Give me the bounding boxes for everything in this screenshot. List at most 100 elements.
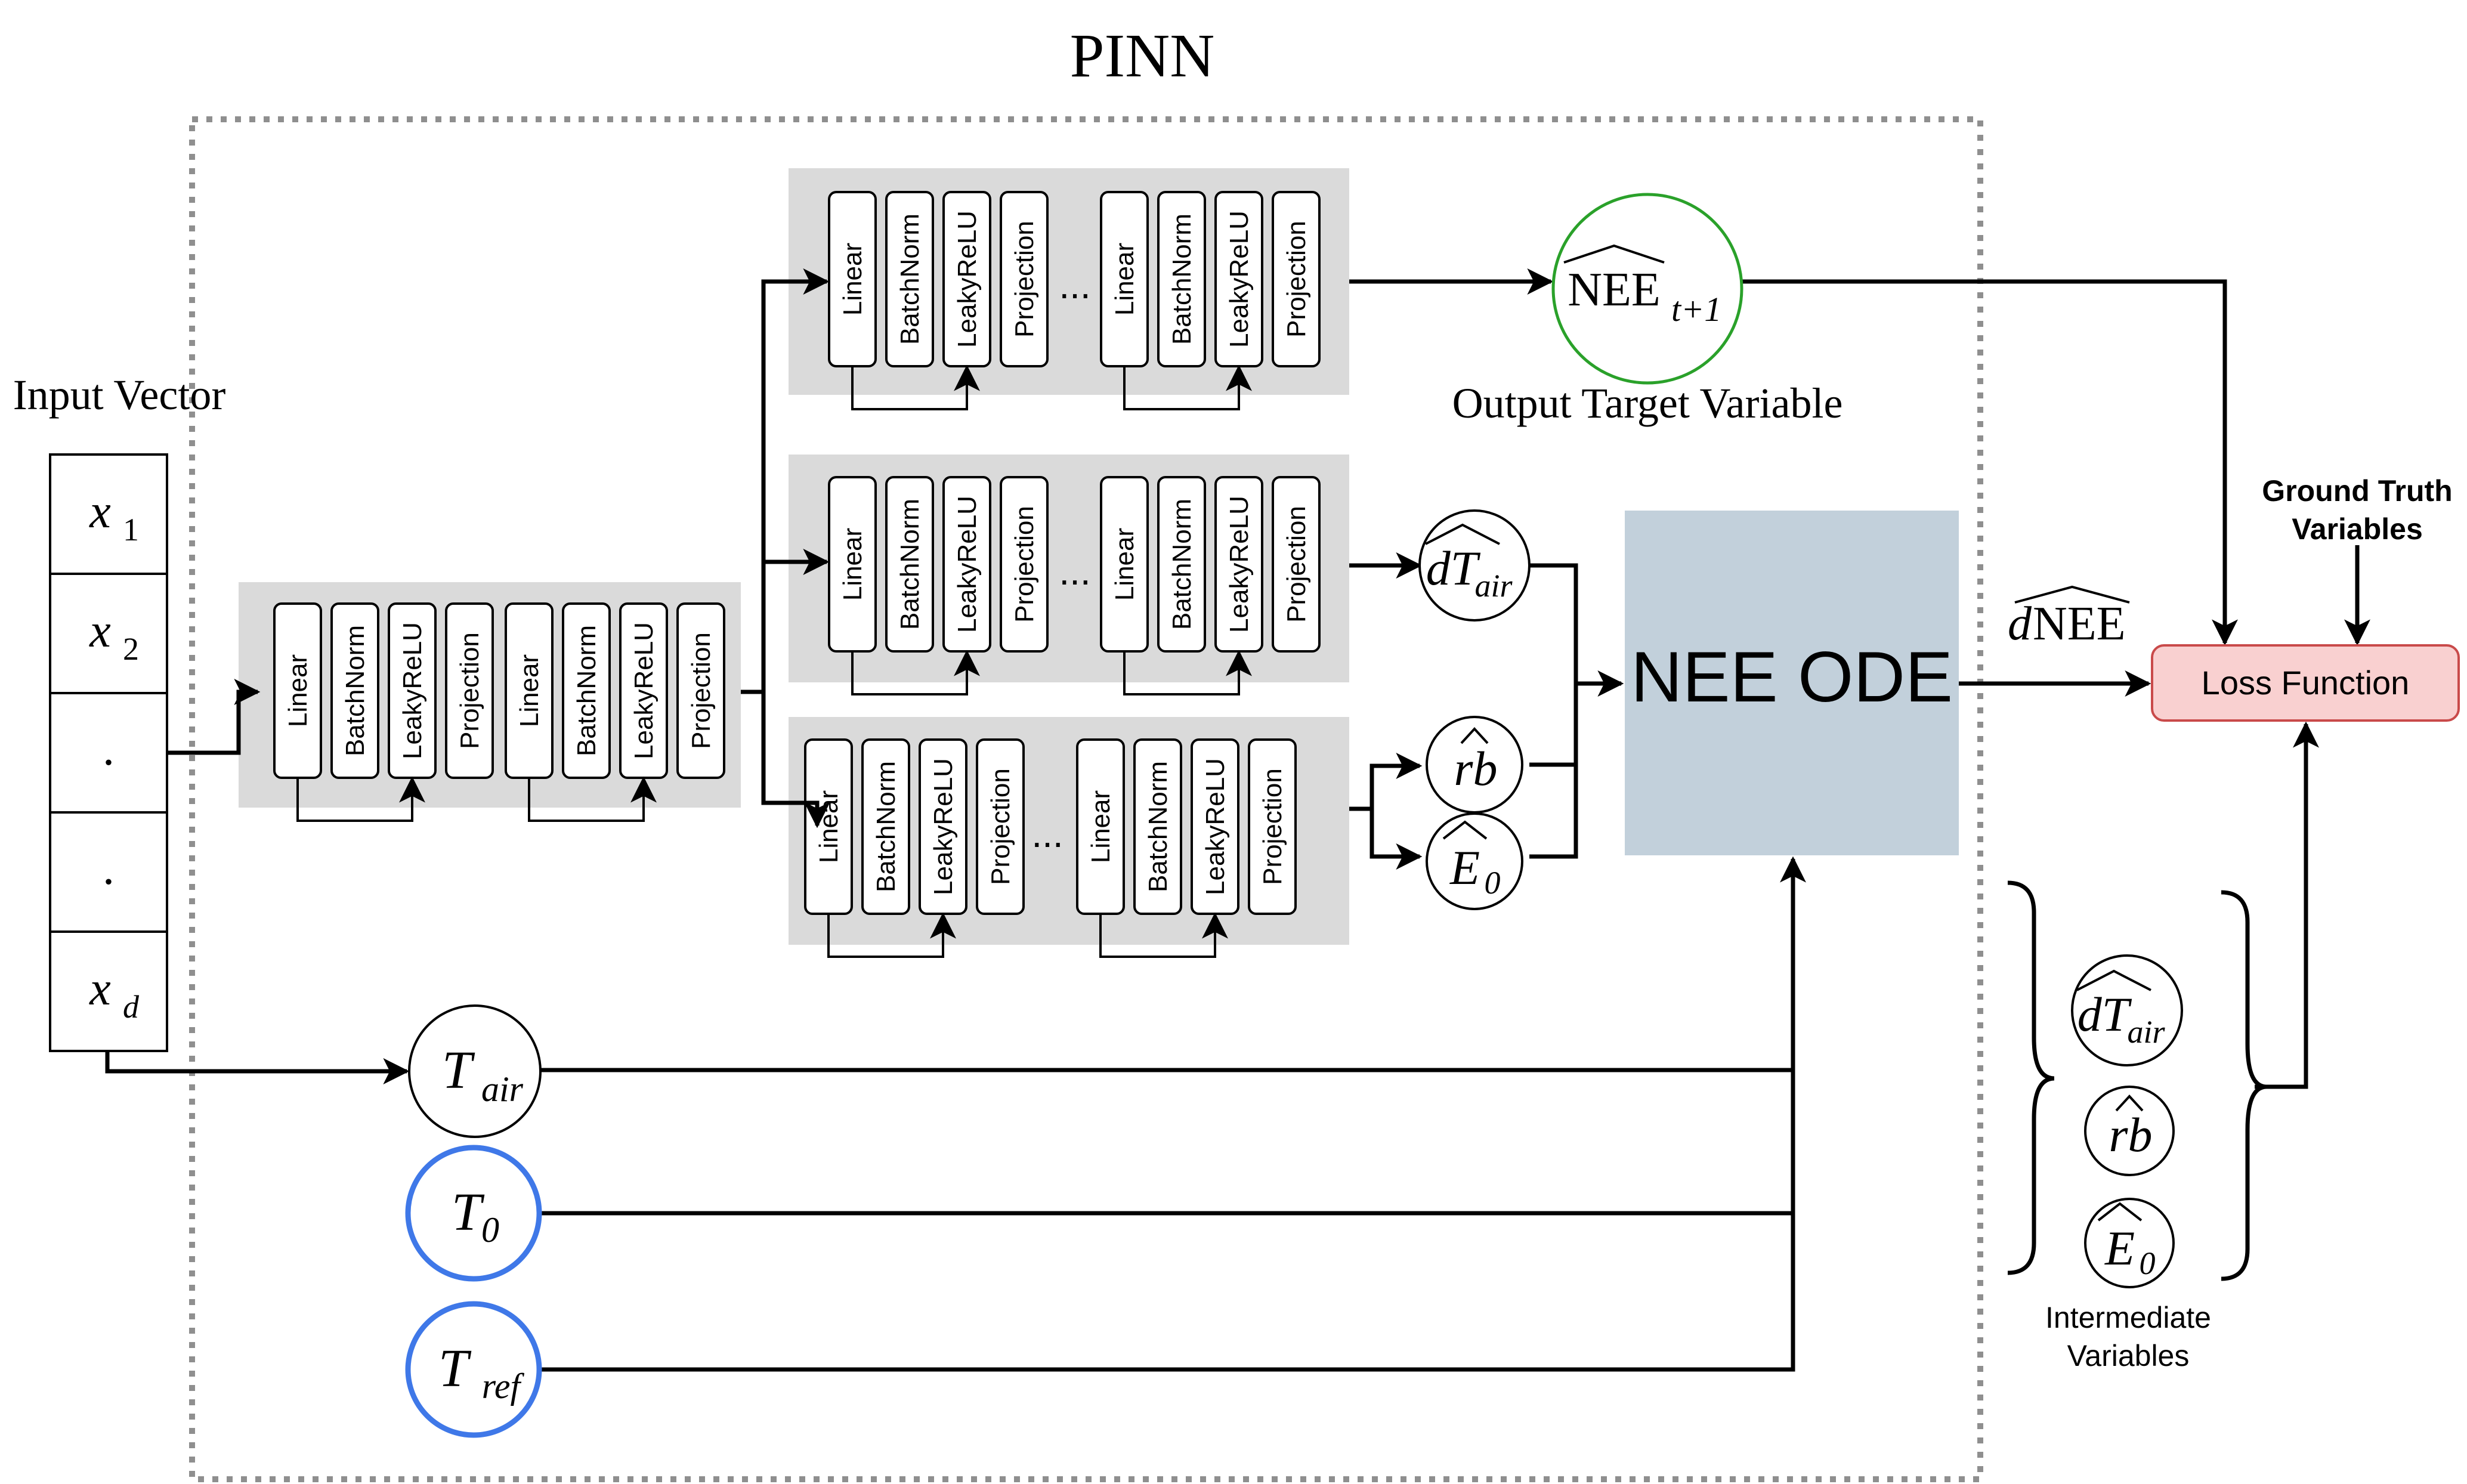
svg-text:Projection: Projection: [1282, 506, 1311, 623]
dtair-head-ellipsis: ...: [1059, 550, 1090, 593]
svg-text:0: 0: [1485, 865, 1501, 901]
svg-text:BatchNorm: BatchNorm: [871, 761, 901, 892]
svg-text:T: T: [442, 1041, 475, 1100]
encoder-residual-connection: [296, 776, 425, 822]
svg-text:LeakyReLU: LeakyReLU: [929, 758, 958, 895]
nee-head-residual-connection: [851, 364, 980, 410]
svg-text:air: air: [481, 1069, 524, 1109]
svg-text:Projection: Projection: [455, 632, 484, 749]
svg-text:BatchNorm: BatchNorm: [895, 499, 925, 630]
svg-text:Projection: Projection: [1282, 221, 1311, 338]
svg-text:Linear: Linear: [283, 654, 313, 727]
dtair-head-layer-leakyrelu: LeakyReLU: [942, 476, 991, 653]
encoder-layer-linear: Linear: [505, 602, 554, 779]
nee-head-layer-projection: Projection: [1000, 191, 1049, 367]
svg-text:T: T: [452, 1183, 485, 1242]
dtair-head-residual-connection: [1123, 650, 1252, 695]
svg-text:LeakyReLU: LeakyReLU: [953, 496, 982, 633]
input-cell-4: .: [103, 842, 115, 895]
input-cell-subscript-1: 1: [123, 512, 139, 548]
t0-node: T 0: [405, 1145, 542, 1282]
dtair-head-layer-linear: Linear: [828, 476, 877, 653]
pinn-title: PINN: [1070, 21, 1215, 90]
rb-e0-head-layer-projection: Projection: [976, 738, 1025, 915]
intermediate-e0-node: E 0: [2084, 1198, 2175, 1288]
nee-head-layer-batchnorm: BatchNorm: [1157, 191, 1206, 367]
dtair-head-layer-projection: Projection: [1000, 476, 1049, 653]
svg-text:Projection: Projection: [1010, 221, 1039, 338]
nee-head-layer-projection: Projection: [1272, 191, 1321, 367]
nee-head-layer-linear: Linear: [1100, 191, 1149, 367]
svg-text:Projection: Projection: [1258, 768, 1287, 885]
svg-text:air: air: [1474, 568, 1513, 604]
rb-e0-head-ellipsis: ...: [1031, 812, 1063, 855]
svg-text:NEE: NEE: [2033, 598, 2126, 650]
intermediate-rb-node: rb: [2084, 1086, 2175, 1176]
input-cell-subscript-2: 2: [123, 631, 139, 667]
input-cell-subscript-5: d: [123, 989, 140, 1025]
ground-truth-label-1: Ground Truth: [2262, 474, 2452, 508]
encoder-layer-projection: Projection: [676, 602, 725, 779]
svg-text:BatchNorm: BatchNorm: [341, 625, 370, 756]
intermediate-brace-right: [2221, 890, 2267, 1281]
encoder-layer-leakyrelu: LeakyReLU: [619, 602, 668, 779]
dnee-hat-label: d NEE: [2008, 585, 2130, 650]
svg-text:air: air: [2127, 1014, 2165, 1050]
svg-text:LeakyReLU: LeakyReLU: [398, 622, 427, 759]
svg-text:Linear: Linear: [838, 243, 867, 316]
input-cell-2: x: [89, 605, 111, 657]
encoder-residual-connection: [528, 776, 657, 822]
svg-text:ref: ref: [482, 1366, 525, 1406]
svg-text:0: 0: [2140, 1245, 2156, 1281]
pinn-boundary: [189, 116, 1983, 1482]
svg-text:t+1: t+1: [1671, 290, 1721, 329]
dtair-head-layer-batchnorm: BatchNorm: [885, 476, 934, 653]
svg-text:LeakyReLU: LeakyReLU: [953, 211, 982, 348]
nee-head-layer-leakyrelu: LeakyReLU: [942, 191, 991, 367]
rb-hat-node: rb: [1426, 716, 1523, 814]
dtair-head-layer-batchnorm: BatchNorm: [1157, 476, 1206, 653]
svg-text:BatchNorm: BatchNorm: [1167, 214, 1197, 345]
svg-text:dT: dT: [2078, 987, 2132, 1041]
input-cell-3: .: [103, 723, 115, 775]
nee-head-layer-linear: Linear: [828, 191, 877, 367]
e0-hat-node: E 0: [1426, 812, 1523, 910]
encoder-layer-batchnorm: BatchNorm: [562, 602, 611, 779]
tref-node: T ref: [405, 1301, 542, 1438]
dtair-head-residual-connection: [851, 650, 980, 695]
nee-head-layer-batchnorm: BatchNorm: [885, 191, 934, 367]
encoder-layer-projection: Projection: [445, 602, 494, 779]
svg-text:LeakyReLU: LeakyReLU: [1225, 496, 1254, 633]
ground-truth-label-2: Variables: [2292, 512, 2423, 546]
rb-e0-head-layer-leakyrelu: LeakyReLU: [1191, 738, 1239, 915]
svg-text:NEE: NEE: [1568, 264, 1661, 316]
rb-e0-head-layer-batchnorm: BatchNorm: [1133, 738, 1182, 915]
tair-node: T air: [408, 1004, 542, 1138]
svg-text:Linear: Linear: [838, 528, 867, 601]
svg-text:BatchNorm: BatchNorm: [1167, 499, 1197, 630]
dtair-hat-node: dT air: [1418, 509, 1531, 622]
svg-text:LeakyReLU: LeakyReLU: [629, 622, 659, 759]
intermediate-label-1: Intermediate: [2045, 1301, 2211, 1334]
dtair-head-layer-leakyrelu: LeakyReLU: [1214, 476, 1263, 653]
nee-head-residual-connection: [1123, 364, 1252, 410]
svg-text:BatchNorm: BatchNorm: [572, 625, 601, 756]
input-vector-label: Input Vector: [13, 371, 226, 419]
intermediate-brace-left: [2007, 880, 2055, 1275]
svg-text:rb: rb: [1454, 741, 1498, 796]
output-target-label: Output Target Variable: [1452, 379, 1843, 427]
encoder-layer-leakyrelu: LeakyReLU: [388, 602, 437, 779]
svg-text:dT: dT: [1426, 541, 1481, 595]
svg-text:LeakyReLU: LeakyReLU: [1201, 758, 1230, 895]
encoder-layer-batchnorm: BatchNorm: [330, 602, 379, 779]
svg-text:Linear: Linear: [1110, 528, 1139, 601]
rb-e0-head-layer-linear: Linear: [1076, 738, 1125, 915]
svg-text:BatchNorm: BatchNorm: [895, 214, 925, 345]
nee-output-node: NEE t+1: [1551, 193, 1743, 385]
svg-text:E: E: [1449, 840, 1480, 895]
rb-e0-head-layer-leakyrelu: LeakyReLU: [919, 738, 967, 915]
svg-text:0: 0: [481, 1210, 499, 1250]
input-cell-1: x: [89, 486, 111, 538]
connections: [105, 268, 2370, 1372]
